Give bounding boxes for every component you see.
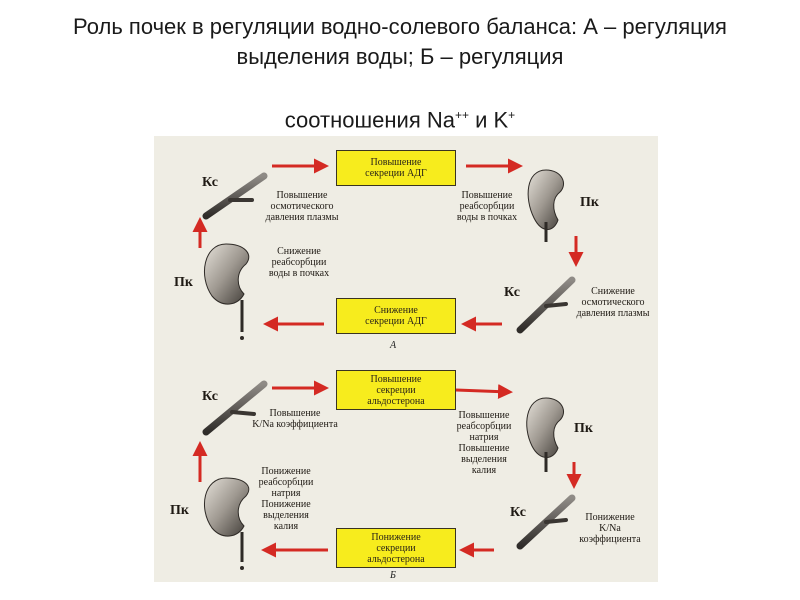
label-b-tl-abbr: Кс [202,389,219,404]
label-b-bl-text: Понижение реабсорбции натрия Понижение в… [258,466,314,532]
slide-subtitle: соотношения Na++ и K+ [40,100,760,135]
label-b-br-abbr: Кс [510,505,527,520]
label-b-br-text: Понижение K/Na коэффициента [579,512,641,545]
label-b-tl-text: Повышение K/Na коэффициента [252,408,338,430]
vessel-icon [516,494,576,550]
box-adh-increase: Повышение секреции АДГ [336,150,456,186]
kidney-icon [204,243,250,340]
kidney-icon [527,169,564,242]
slide-title: Роль почек в регуляции водно-солевого ба… [73,14,727,69]
box-aldosterone-decrease: Понижение секреции альдостерона [336,528,456,568]
vessel-icon [516,276,576,334]
subtitle-prefix: соотношения Na [284,107,455,133]
figure-graphics [192,158,584,570]
label-b-tr-text: Повышение реабсорбции натрия Повышение в… [456,410,512,476]
label-a-tr-text: Повышение реабсорбции воды в почках [456,190,518,223]
na-superscript: ++ [454,108,469,122]
arrow-b-top-right [455,384,513,400]
panel-b-letter: Б [390,570,396,581]
label-a-br-abbr: Кс [504,285,521,300]
box-adh-decrease: Снижение секреции АДГ [336,298,456,334]
vessel-icon [202,380,268,436]
box-aldosterone-increase: Повышение секреции альдостерона [336,370,456,410]
vessel-icon [202,172,268,220]
label-a-bl-abbr: Пк [174,275,193,290]
subtitle-mid: и K [468,107,509,133]
regulation-figure: Повышение секреции АДГ Снижение секреции… [154,136,658,582]
label-a-tl-text: Повышение осмотического давления плазмы [265,190,339,223]
panel-a-letter: А [390,340,397,351]
label-a-tl-abbr: Кс [202,175,219,190]
kidney-icon [204,477,250,570]
label-b-tr-abbr: Пк [574,421,593,436]
label-a-br-text: Снижение осмотического давления плазмы [576,286,650,319]
label-a-tr-abbr: Пк [580,195,599,210]
k-superscript: + [508,108,516,122]
label-a-bl-text: Снижение реабсорбции воды в почках [268,246,330,279]
kidney-icon [526,397,564,472]
label-b-bl-abbr: Пк [170,503,189,518]
